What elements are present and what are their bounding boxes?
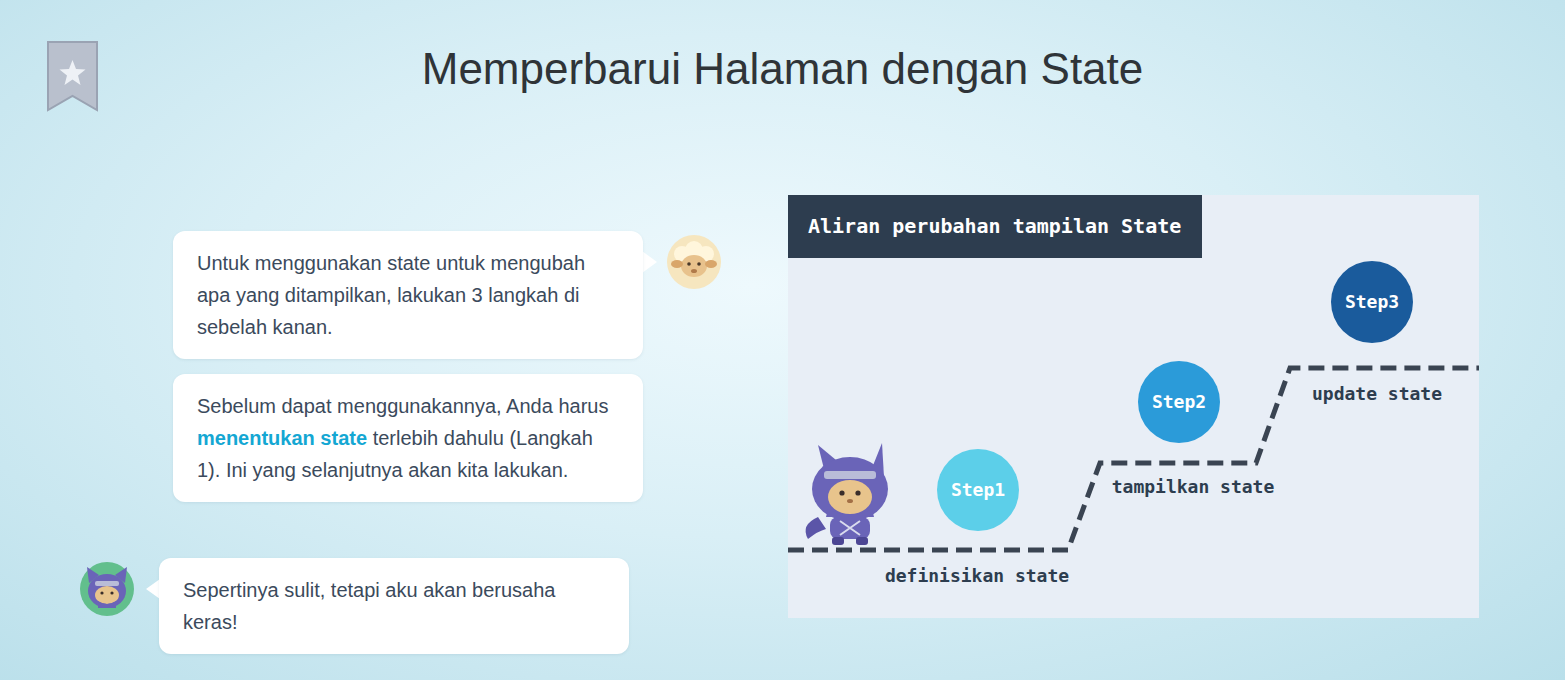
- speech-bubble: Sebelum dapat menggunakannya, Anda harus…: [173, 374, 643, 502]
- panel-title: Aliran perubahan tampilan State: [808, 214, 1181, 238]
- bubble-text: menentukan state: [197, 427, 367, 449]
- bubble-tail: [146, 579, 160, 599]
- step-caption: definisikan state: [885, 565, 1069, 587]
- panel-header: Aliran perubahan tampilan State: [788, 195, 1202, 258]
- step-circle: Step3: [1331, 261, 1413, 343]
- bubble-text: Untuk menggunakan state untuk mengubah a…: [197, 252, 585, 338]
- ninja-character: [806, 443, 888, 545]
- step-caption: tampilkan state: [1112, 476, 1275, 498]
- flow-panel: Aliran perubahan tampilan StateStep1 Step…: [788, 195, 1479, 618]
- step-circle: Step1: [937, 449, 1019, 531]
- page-title: Memperbarui Halaman dengan State: [0, 44, 1565, 94]
- staircase-path: [788, 368, 1479, 550]
- bookmark-icon: [48, 42, 97, 110]
- panel-ground: [788, 195, 1479, 618]
- speech-bubble: Untuk menggunakan state untuk mengubah a…: [173, 231, 643, 359]
- bubble-tail: [642, 251, 657, 273]
- circle-shape: [1331, 261, 1413, 343]
- step-label: Step3: [1331, 261, 1413, 343]
- bubble-text: Sepertinya sulit, tetapi aku akan berusa…: [183, 579, 555, 633]
- step-label: Step2: [1138, 361, 1220, 443]
- circle-shape: [1138, 361, 1220, 443]
- step-caption: update state: [1312, 383, 1442, 405]
- circle-shape: [937, 449, 1019, 531]
- bubble-text: Sebelum dapat menggunakannya, Anda harus: [197, 395, 608, 417]
- step-label: Step1: [937, 449, 1019, 531]
- sheep-avatar: [667, 235, 721, 289]
- step-circle: Step2: [1138, 361, 1220, 443]
- ninja-avatar: [80, 562, 134, 616]
- speech-bubble: Sepertinya sulit, tetapi aku akan berusa…: [159, 558, 629, 654]
